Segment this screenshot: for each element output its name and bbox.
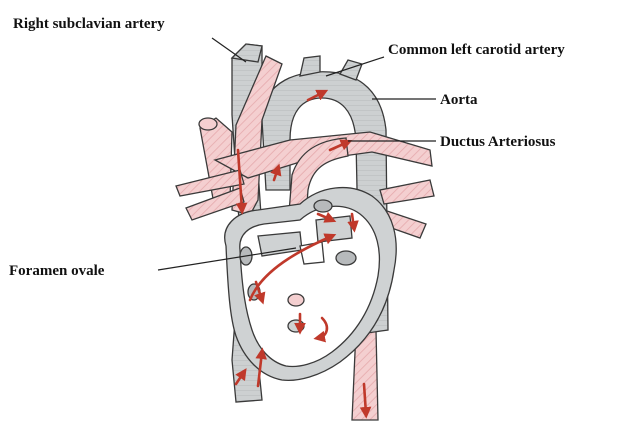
label-right-subclavian-artery: Right subclavian artery	[13, 16, 165, 32]
label-aorta: Aorta	[440, 92, 478, 108]
label-common-left-carotid-artery: Common left carotid artery	[388, 42, 565, 58]
label-foramen-ovale: Foramen ovale	[9, 263, 105, 279]
label-ductus-arteriosus: Ductus Arteriosus	[440, 134, 556, 150]
